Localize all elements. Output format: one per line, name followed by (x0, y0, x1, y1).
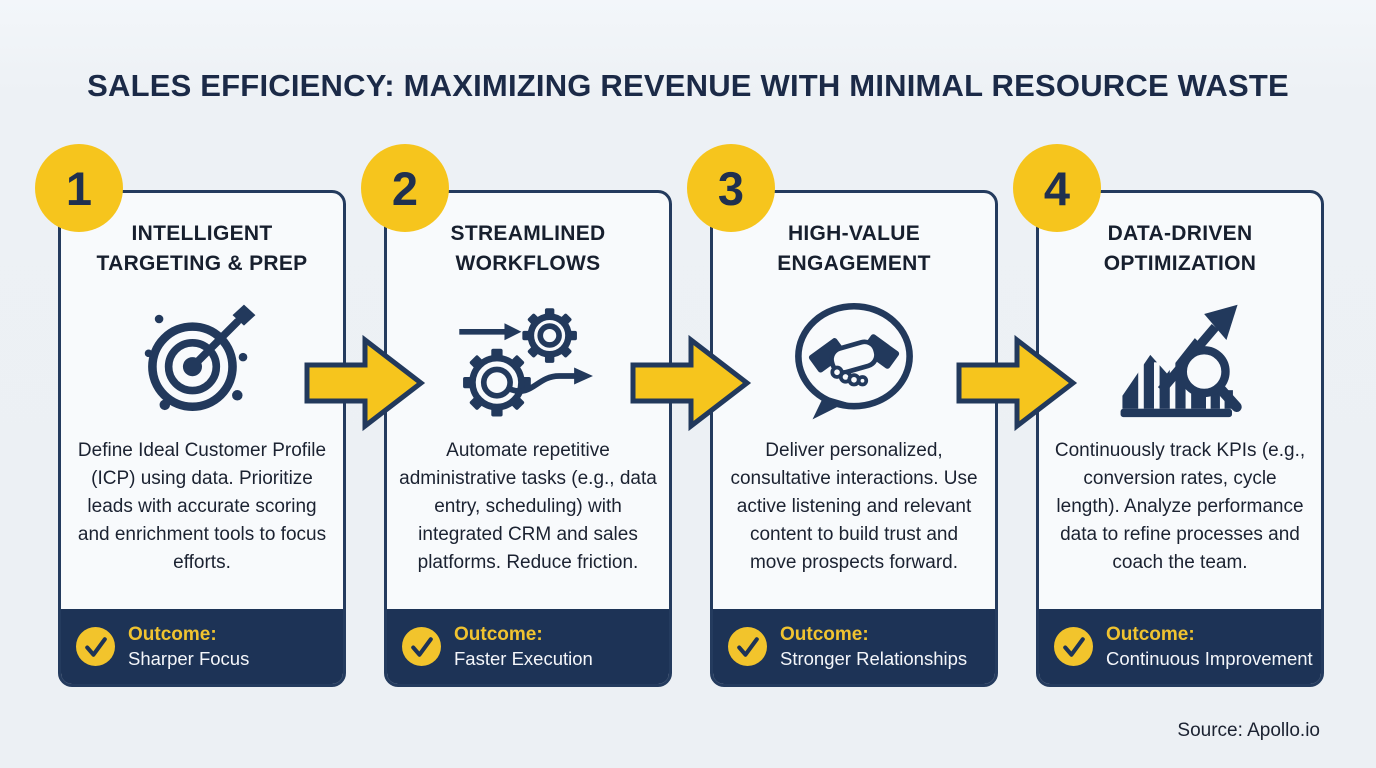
step-title-line: OPTIMIZATION (1103, 252, 1257, 275)
step-card-intelligent-targeting: INTELLIGENT TARGETING & PREP Define Idea… (58, 190, 346, 687)
step-title-line: STREAMLINED (450, 222, 606, 245)
step-title-line: ENGAGEMENT (777, 252, 931, 275)
gears-workflow-icon (387, 289, 669, 431)
outcome-label: Outcome: (128, 623, 217, 645)
step-card-data-driven-optimization: DATA-DRIVEN OPTIMIZATION (1036, 190, 1324, 687)
handshake-speech-bubble-icon (713, 289, 995, 431)
outcome-value: Continuous Improvement (1106, 647, 1313, 669)
step-number-badge: 2 (361, 144, 449, 232)
right-arrow-icon (304, 334, 426, 432)
outcome-bar: Outcome: Faster Execution (387, 609, 669, 684)
outcome-value: Sharper Focus (128, 647, 250, 669)
step-title-line: INTELLIGENT (131, 222, 273, 245)
step-description: Deliver personalized, consultative inter… (730, 440, 978, 573)
outcome-bar: Outcome: Sharper Focus (61, 609, 343, 684)
target-arrow-icon (61, 289, 343, 431)
step-number-badge: 1 (35, 144, 123, 232)
step-title-line: HIGH-VALUE (787, 222, 921, 245)
step-title: DATA-DRIVEN OPTIMIZATION (1039, 219, 1321, 279)
step-title: STREAMLINED WORKFLOWS (387, 219, 669, 279)
step-number: 3 (717, 161, 745, 215)
right-arrow-icon (956, 334, 1078, 432)
outcome-value: Faster Execution (454, 647, 593, 669)
outcome-value: Stronger Relationships (780, 647, 968, 669)
outcome-label: Outcome: (1106, 623, 1195, 645)
outcome-label: Outcome: (454, 623, 543, 645)
check-icon (728, 627, 767, 666)
step-number: 4 (1043, 161, 1071, 215)
step-description: Continuously track KPIs (e.g., conversio… (1054, 440, 1306, 573)
right-arrow-icon (630, 334, 752, 432)
step-number-badge: 3 (687, 144, 775, 232)
step-title: INTELLIGENT TARGETING & PREP (61, 219, 343, 279)
outcome-label: Outcome: (780, 623, 869, 645)
check-icon (1054, 627, 1093, 666)
step-title-line: DATA-DRIVEN (1107, 222, 1253, 245)
page-title: SALES EFFICIENCY: MAXIMIZING REVENUE WIT… (87, 68, 1289, 103)
step-description: Define Ideal Customer Profile (ICP) usin… (77, 440, 327, 573)
step-number: 2 (391, 161, 419, 215)
step-title-line: WORKFLOWS (455, 252, 601, 275)
chart-magnifier-icon (1039, 289, 1321, 431)
step-card-high-value-engagement: HIGH-VALUE ENGAGEMENT Deliver personaliz… (710, 190, 998, 687)
outcome-bar: Outcome: Continuous Improvement (1039, 609, 1321, 684)
check-icon (76, 627, 115, 666)
outcome-bar: Outcome: Stronger Relationships (713, 609, 995, 684)
step-number-badge: 4 (1013, 144, 1101, 232)
step-title: HIGH-VALUE ENGAGEMENT (713, 219, 995, 279)
step-number: 1 (65, 161, 93, 215)
source-attribution: Source: Apollo.io (1177, 720, 1320, 741)
step-title-line: TARGETING & PREP (96, 252, 308, 275)
check-icon (402, 627, 441, 666)
step-card-streamlined-workflows: STREAMLINED WORKFLOWS (384, 190, 672, 687)
step-description: Automate repetitive administrative tasks… (399, 440, 657, 573)
